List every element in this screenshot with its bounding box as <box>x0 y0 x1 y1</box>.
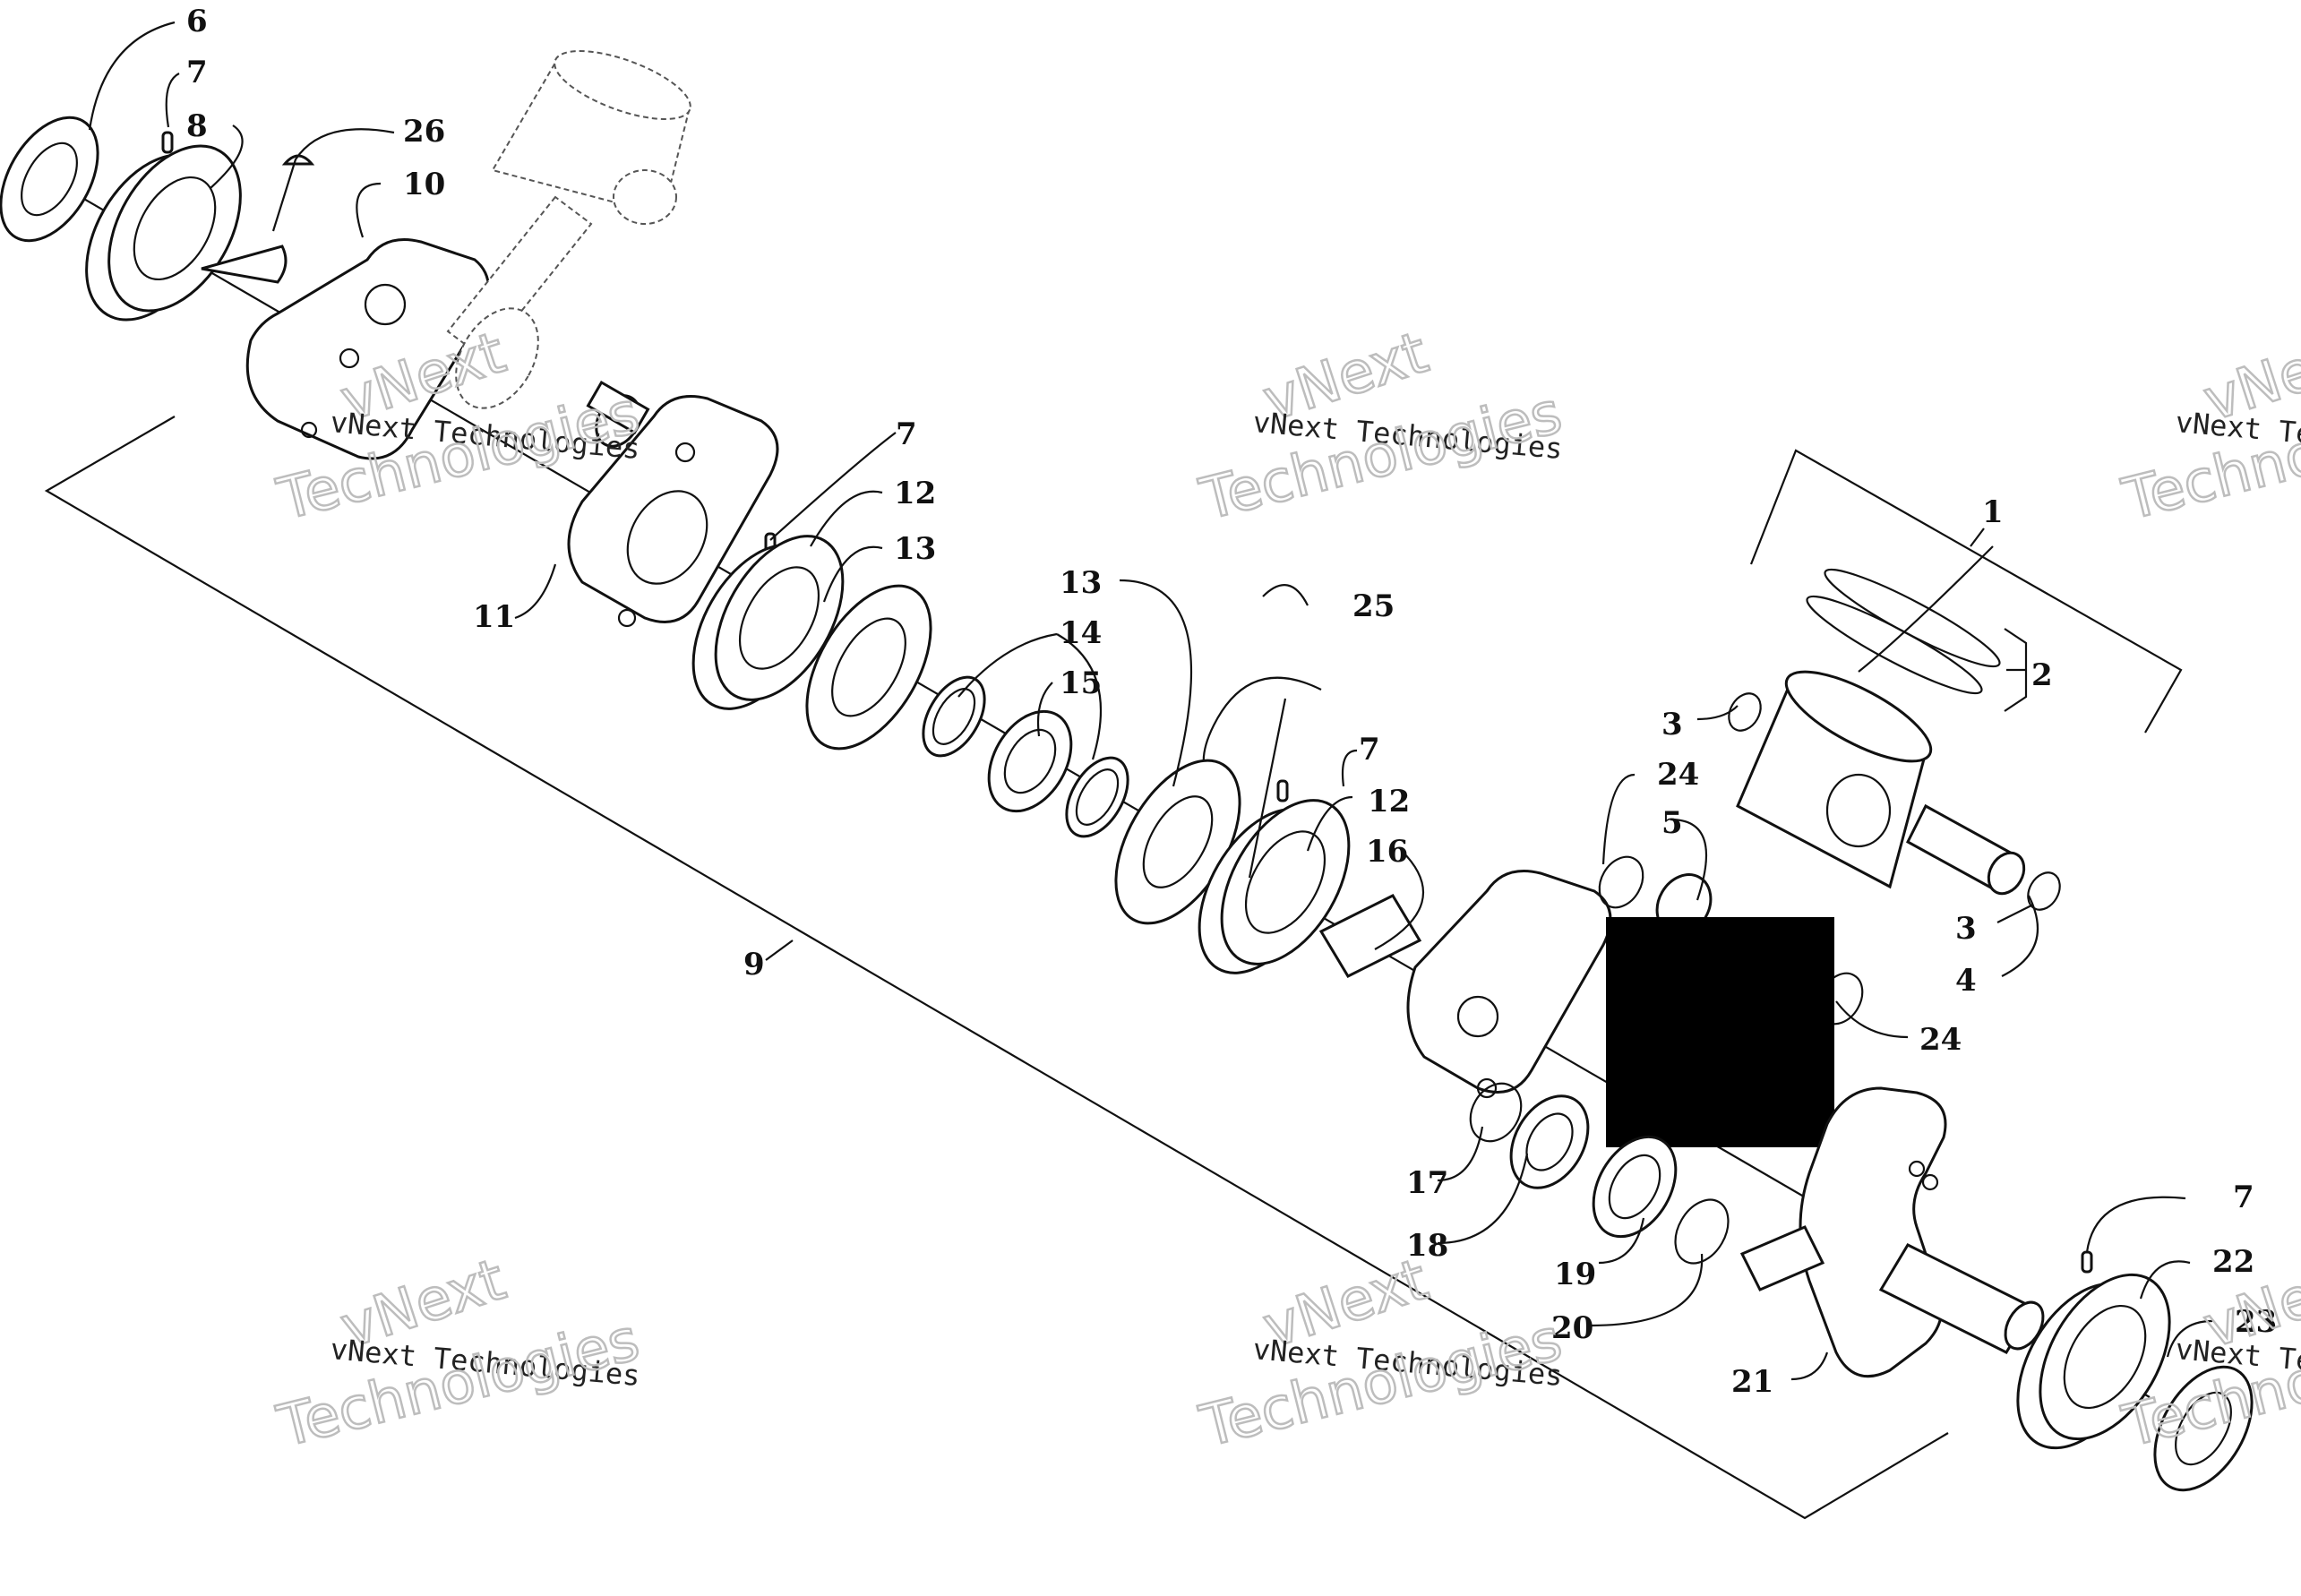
callout-label: 7 <box>2233 1180 2254 1215</box>
callout-labels: 6 7 8 26 10 7 12 13 11 13 14 15 25 1 2 3… <box>186 4 2277 1400</box>
callout-label: 24 <box>1919 1022 1962 1058</box>
part-oil-seal-right <box>2153 1365 2254 1492</box>
part-wrist-pin <box>1906 803 2026 896</box>
part-crank-half-left <box>201 238 491 460</box>
part-crankpin-left <box>586 380 650 448</box>
part-ghost-piston-rod <box>446 50 691 409</box>
redaction-box <box>1606 917 1834 1147</box>
part-circlip-top <box>1728 692 1762 732</box>
callout-label: 13 <box>1060 565 1102 601</box>
callout-label: 14 <box>1060 615 1102 651</box>
callout-label: 22 <box>2212 1244 2254 1280</box>
part-piston-ring-1 <box>1824 568 2001 668</box>
part-seal-mid-1 <box>805 584 932 751</box>
callout-label: 23 <box>2235 1304 2277 1340</box>
part-woodruff-key <box>281 154 315 166</box>
part-piston-ring-2 <box>1806 595 1983 695</box>
part-bearing-mid-1 <box>691 535 845 710</box>
callout-label: 6 <box>186 4 208 39</box>
part-needle-bearing-18 <box>1509 1094 1590 1189</box>
callout-label: 12 <box>894 476 936 511</box>
part-washer-top <box>1598 855 1644 909</box>
callout-label: 19 <box>1554 1257 1596 1292</box>
callout-label: 12 <box>1368 784 1410 819</box>
callout-label: 8 <box>186 108 208 144</box>
part-bearing-right <box>2016 1273 2171 1450</box>
callout-label: 7 <box>896 416 917 452</box>
leader-1 <box>1970 528 1985 547</box>
part-bearing-mid-2 <box>1198 799 1351 974</box>
part-washer-20 <box>1674 1198 1730 1265</box>
part-spacer-19 <box>1592 1135 1678 1239</box>
callout-label: 15 <box>1060 665 1102 701</box>
callout-label: 3 <box>1955 911 1977 947</box>
callout-label: 25 <box>1352 588 1395 624</box>
callout-label: 13 <box>894 531 936 567</box>
watermark-word-2: Technologies <box>1194 1307 1568 1461</box>
part-crank-half-11 <box>567 395 779 628</box>
part-crank-half-21 <box>1739 1086 2045 1378</box>
callout-label: 16 <box>1366 834 1408 870</box>
callout-label: 18 <box>1406 1228 1448 1264</box>
leader-9 <box>765 940 794 961</box>
callout-label: 5 <box>1661 805 1683 841</box>
part-ring-mid-2 <box>1065 756 1129 838</box>
callout-label: 2 <box>2031 657 2053 693</box>
callout-label: 24 <box>1657 757 1699 793</box>
watermark-top-right: vNext vNext Technologies Technologies <box>2116 319 2301 535</box>
watermark-bottom-left: vNext vNext Technologies Technologies <box>270 1246 647 1462</box>
part-oil-seal-left <box>0 116 99 243</box>
callout-label: 7 <box>1359 732 1380 768</box>
callout-label: 4 <box>1955 963 1977 999</box>
part-pin-mid-2 <box>1276 779 1289 802</box>
part-ring-mid-1 <box>922 675 986 758</box>
watermark-bottom-center: vNext vNext Technologies Technologies <box>1193 1246 1569 1462</box>
callout-label: 26 <box>403 114 445 150</box>
part-piston <box>1736 670 1933 889</box>
callout-label: 7 <box>186 55 208 90</box>
bracket-crankshaft-assembly <box>44 416 1949 1520</box>
part-pin-top-left <box>161 131 174 154</box>
part-pin-bottom-right <box>2081 1250 2093 1274</box>
callout-label: 1 <box>1982 494 2004 530</box>
part-snap-ring <box>1202 676 1322 771</box>
leader-lines <box>88 21 2213 1381</box>
callout-label: 9 <box>743 947 765 982</box>
callout-label: 21 <box>1731 1364 1773 1400</box>
watermark-word-2: Technologies <box>1194 380 1568 534</box>
watermark-top-center: vNext vNext Technologies Technologies <box>1193 319 1569 535</box>
part-circlip-right <box>2027 871 2061 911</box>
watermark-word-2: Technologies <box>271 1307 646 1461</box>
callout-label: 20 <box>1551 1310 1593 1346</box>
bracket-piston-assembly <box>1749 449 2183 734</box>
part-crank-half-16 <box>1318 870 1612 1099</box>
callout-label: 11 <box>473 599 515 635</box>
callout-label: 3 <box>1661 707 1683 742</box>
callout-label: 17 <box>1406 1165 1448 1201</box>
callout-label: 10 <box>403 167 445 202</box>
part-gear <box>987 709 1073 813</box>
